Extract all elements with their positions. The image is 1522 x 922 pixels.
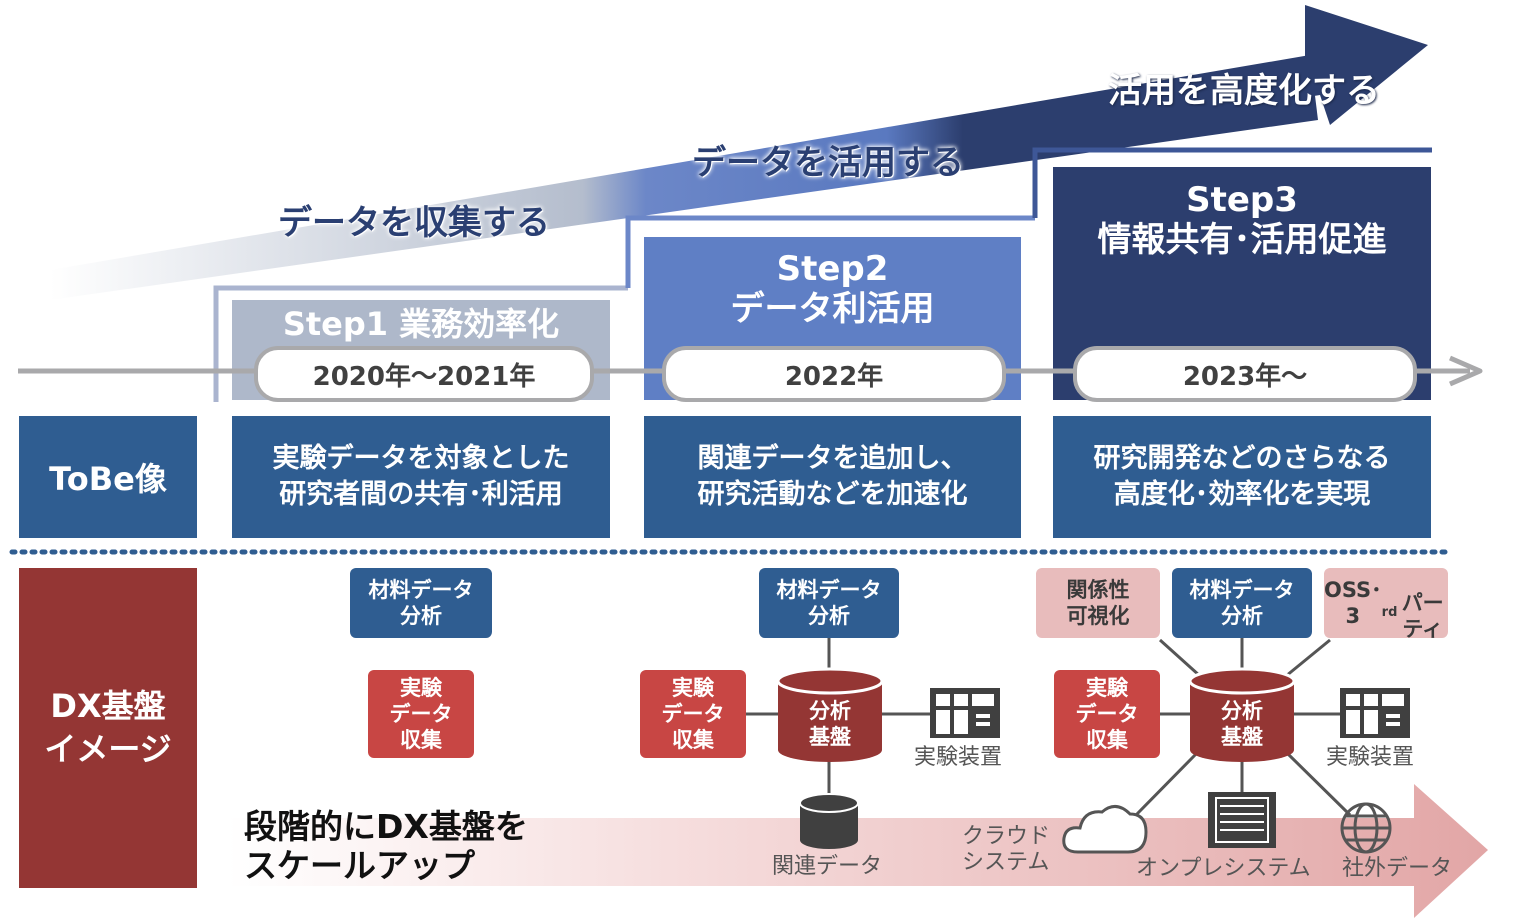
step3-connectors [1134,638,1352,817]
step2-analysis-base-label: 分析 基盤 [809,699,851,750]
step1-tobe: 実験データを対象とした 研究者間の共有･利活用 [232,416,610,538]
stair-outline-step3 [1032,147,1432,218]
step3-experiment-device-label: 実験装置 [1326,745,1415,770]
oss-sup-text: rd [1381,604,1398,620]
step3-title: Step3 情報共有･活用促進 [1097,179,1387,260]
step1-period: 2020年～2021年 [254,346,594,402]
onprem-system-label: オンプレシステム [1136,856,1311,881]
scaleup-label: 段階的にDX基盤を スケールアップ [244,807,528,885]
step1-title: Step1 業務効率化 [282,305,560,344]
phase1-label: データを収集する [278,203,550,243]
step2-tobe: 関連データを追加し、 研究活動などを加速化 [644,416,1021,538]
external-data-label: 社外データ [1342,856,1453,881]
step3-analysis-base-label: 分析 基盤 [1221,699,1263,750]
step3-experiment-device-icon [1340,688,1410,738]
step1-experiment-collection: 実験 データ 収集 [368,670,474,758]
scaleup-arrow [228,784,1488,918]
dx-row-label: DX基盤 イメージ [19,568,197,888]
relation-visualization: 関係性 可視化 [1036,568,1160,638]
step3-period: 2023年～ [1073,346,1417,402]
step2-experiment-device-label: 実験装置 [914,745,1003,770]
step3-tobe: 研究開発などのさらなる 高度化･効率化を実現 [1053,416,1431,538]
cloud-system-label: クラウド システム [962,824,1051,876]
step3-material-analysis: 材料データ 分析 [1172,568,1312,638]
globe-icon [1340,802,1392,854]
step2-period: 2022年 [662,346,1006,402]
oss-tail-text: パーティ [1401,590,1444,641]
phase-banner-body [50,55,1318,300]
tobe-row-label: ToBe像 [19,416,197,538]
phase3-label: 活用を高度化する [1108,71,1380,111]
step3-analysis-db-icon [1188,667,1296,762]
step2-material-analysis: 材料データ 分析 [759,568,899,638]
phase2-label: データを活用する [692,143,964,183]
step1-material-analysis: 材料データ 分析 [350,568,492,638]
step2-experiment-device-icon [930,688,1000,738]
related-data-label: 関連データ [772,854,883,879]
cloud-icon [1062,805,1148,854]
step2-connectors [746,638,930,795]
step3-experiment-collection: 実験 データ 収集 [1054,670,1160,758]
related-data-db-icon [799,793,859,849]
step2-experiment-collection: 実験 データ 収集 [640,670,746,758]
step2-analysis-db-icon [776,667,884,762]
stair-outline-step1 [213,285,628,402]
step2-title: Step2 データ利活用 [730,248,935,329]
stair-outline-step2 [625,215,1035,288]
oss-main-text: OSS･ 3 [1324,577,1382,628]
server-icon [1208,792,1276,848]
